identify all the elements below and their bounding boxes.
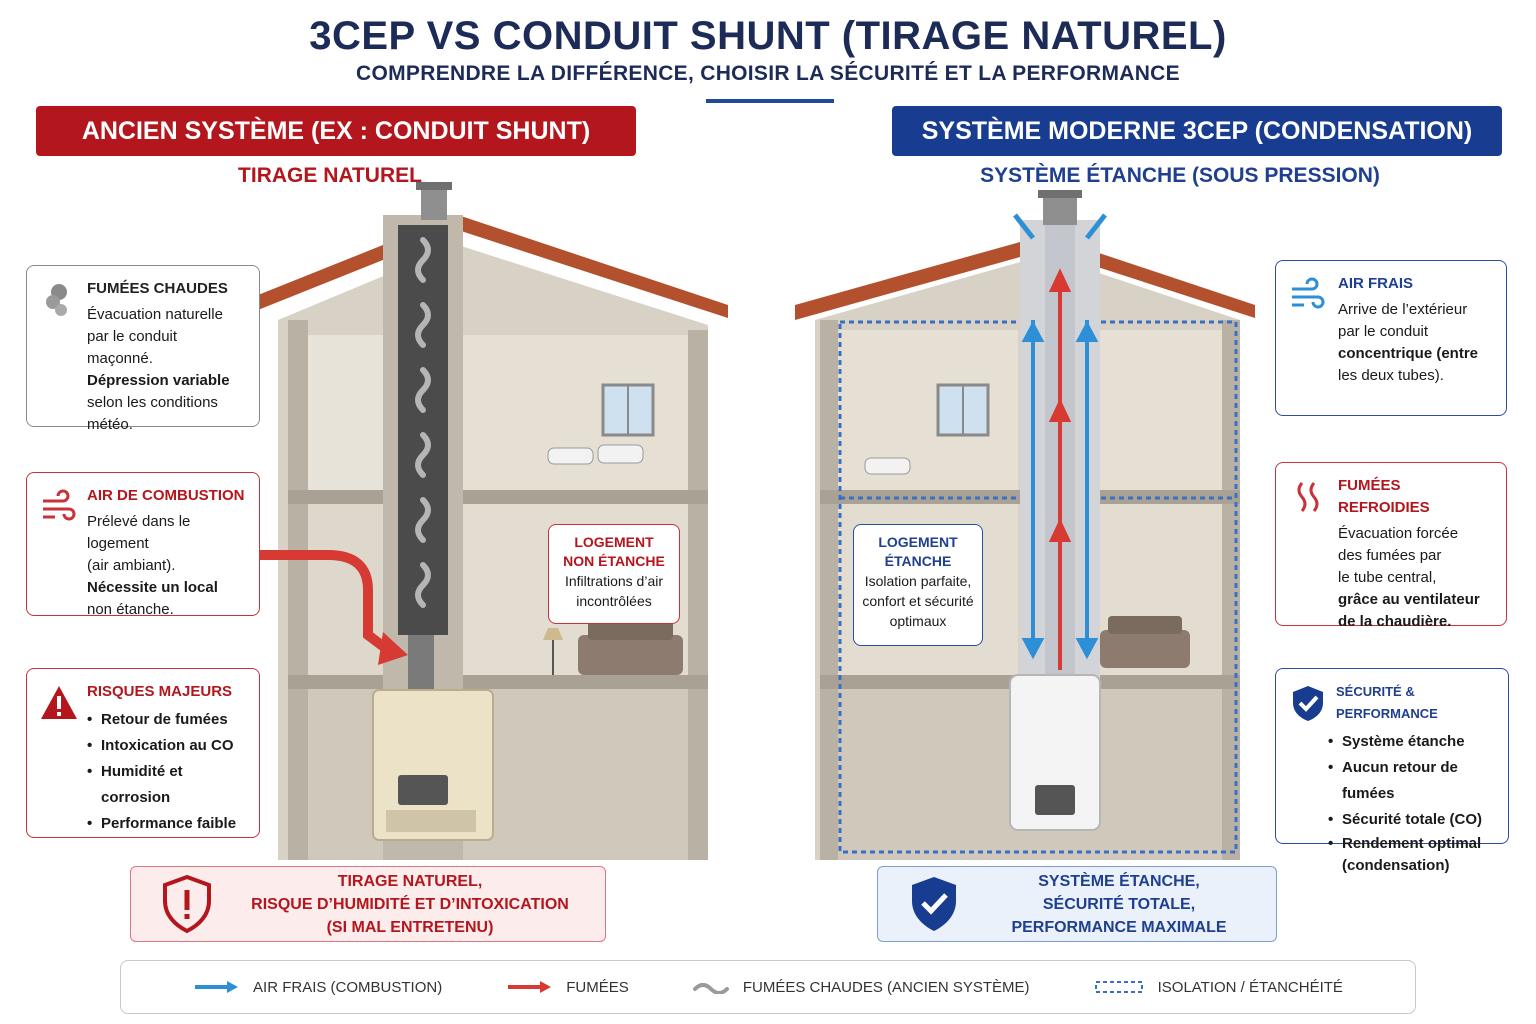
- card-line: Arrive de l’extérieur: [1338, 301, 1468, 318]
- card-line: par le conduit: [1338, 323, 1429, 340]
- red-arrow-icon: [508, 981, 552, 993]
- legend: AIR FRAIS (COMBUSTION) FUMÉES FUMÉES CHA…: [120, 960, 1416, 1014]
- smoke-arrows: [1048, 268, 1072, 670]
- warning-icon: [41, 686, 77, 719]
- list-item: Système étanche: [1328, 729, 1494, 755]
- summary-line: SÉCURITÉ TOTALE,: [1042, 895, 1196, 913]
- card-line: selon les conditions: [87, 394, 218, 411]
- card-title: FUMÉES REFROIDIES: [1338, 477, 1430, 516]
- card-line: concentrique (entre: [1338, 345, 1479, 362]
- inset-title: NON ÉTANCHE: [563, 553, 665, 569]
- card-fumees-refroidies: FUMÉES REFROIDIES Évacuation forcée des …: [1275, 462, 1507, 630]
- couch: [578, 635, 683, 675]
- card-title: RISQUES MAJEURS: [87, 683, 233, 700]
- card-line: de la chaudière.: [1338, 613, 1452, 630]
- modern-system-summary: SYSTÈME ÉTANCHE, SÉCURITÉ TOTALE, PERFOR…: [877, 866, 1277, 942]
- isolation-icon: [1094, 981, 1143, 993]
- card-fumees-chaudes: FUMÉES CHAUDES Évacuation naturelle par …: [26, 265, 260, 433]
- modern-system-banner: SYSTÈME MODERNE 3CEP (CONDENSATION): [892, 106, 1502, 156]
- inset-line: incontrôlées: [576, 593, 652, 609]
- card-line: des fumées par: [1338, 547, 1442, 564]
- card-line: Nécessite un local: [87, 579, 218, 596]
- summary-line: (SI MAL ENTRETENU): [326, 918, 494, 936]
- shield-check-icon: [912, 877, 956, 931]
- heat-icon: [1297, 482, 1319, 512]
- list-item: Rendement optimal: [1328, 833, 1494, 855]
- inset-line: confort et sécurité: [862, 593, 974, 609]
- page-title: 3CEP VS CONDUIT SHUNT (TIRAGE NATUREL): [309, 14, 1227, 58]
- card-line: météo.: [87, 416, 133, 433]
- card-title: AIR DE COMBUSTION: [87, 487, 245, 504]
- old-system-banner: ANCIEN SYSTÈME (EX : CONDUIT SHUNT): [36, 106, 636, 156]
- summary-line: SYSTÈME ÉTANCHE,: [1038, 872, 1200, 890]
- air-combustion-arrow: [258, 550, 391, 654]
- air-arrows: [1021, 320, 1099, 660]
- risk-list: Retour de fumées Intoxication au CO Humi…: [87, 707, 245, 837]
- legend-label: ISOLATION / ÉTANCHÉITÉ: [1157, 978, 1343, 996]
- summary-line: RISQUE D’HUMIDITÉ ET D’INTOXICATION: [251, 895, 569, 913]
- card-line: Évacuation naturelle: [87, 306, 223, 323]
- couch: [1100, 630, 1190, 668]
- card-line: grâce au ventilateur: [1338, 591, 1480, 608]
- wind-icon: [1292, 277, 1325, 309]
- summary-line: PERFORMANCE MAXIMALE: [1011, 918, 1227, 936]
- legend-item-fumees: FUMÉES: [506, 979, 629, 996]
- title-divider: [706, 99, 834, 103]
- wave-icon: [692, 983, 729, 994]
- page-subtitle: COMPRENDRE LA DIFFÉRENCE, CHOISIR LA SÉC…: [356, 62, 1180, 85]
- card-air-combustion: AIR DE COMBUSTION Prélevé dans le logeme…: [26, 472, 260, 618]
- blue-arrow-icon: [195, 981, 239, 993]
- inset-title: LOGEMENT: [574, 534, 654, 550]
- card-line: Dépression variable: [87, 372, 230, 389]
- legend-item-chaudes: FUMÉES CHAUDES (ANCIEN SYSTÈME): [692, 978, 1030, 996]
- card-risques-majeurs: RISQUES MAJEURS Retour de fumées Intoxic…: [26, 668, 260, 838]
- card-line: les deux tubes).: [1338, 367, 1444, 384]
- card-title: FUMÉES CHAUDES: [87, 280, 228, 297]
- card-line: par le conduit maçonné.: [87, 328, 178, 367]
- legend-label: FUMÉES CHAUDES (ANCIEN SYSTÈME): [742, 978, 1030, 996]
- legend-item-isolation: ISOLATION / ÉTANCHÉITÉ: [1094, 979, 1343, 996]
- card-line: (air ambiant).: [87, 557, 176, 574]
- list-item: Retour de fumées: [87, 707, 245, 733]
- modern-house-illustration: [795, 190, 1255, 860]
- card-line: Évacuation forcée: [1338, 525, 1459, 542]
- wind-icon: [43, 489, 76, 521]
- list-item: Sécurité totale (CO): [1328, 807, 1494, 833]
- summary-line: TIRAGE NATUREL,: [337, 872, 483, 890]
- list-item: Aucun retour de fumées: [1328, 755, 1494, 807]
- old-system-subhead: TIRAGE NATUREL: [238, 164, 422, 187]
- inset-logement-etanche: LOGEMENT ÉTANCHE Isolation parfaite, con…: [853, 524, 983, 646]
- inset-line: Isolation parfaite,: [864, 573, 972, 589]
- legend-label: AIR FRAIS (COMBUSTION): [253, 978, 443, 996]
- inset-title: ÉTANCHE: [884, 553, 952, 569]
- card-line: non étanche.: [87, 601, 174, 618]
- card-air-frais: AIR FRAIS Arrive de l’extérieur par le c…: [1275, 260, 1507, 416]
- inset-line: Infiltrations d’air: [564, 573, 664, 589]
- modern-system-subhead: SYSTÈME ÉTANCHE (SOUS PRESSION): [980, 164, 1380, 187]
- inset-line: optimaux: [889, 613, 947, 629]
- condensing-boiler: [1009, 674, 1101, 831]
- card-securite-performance: SÉCURITÉ & PERFORMANCE Système étanche A…: [1275, 668, 1509, 874]
- card-line: le tube central,: [1338, 569, 1437, 586]
- card-title: SÉCURITÉ & PERFORMANCE: [1336, 684, 1438, 721]
- shield-check-icon: [1293, 686, 1323, 721]
- list-item: Intoxication au CO: [87, 733, 245, 759]
- inset-title: LOGEMENT: [878, 534, 958, 550]
- legend-label: FUMÉES: [566, 978, 629, 996]
- card-line: Prélevé dans le logement: [87, 513, 191, 552]
- old-house-illustration: [258, 182, 728, 860]
- list-item: Humidité et corrosion: [87, 759, 245, 811]
- security-list: Système étanche Aucun retour de fumées S…: [1328, 729, 1494, 877]
- smoke-icon: [46, 284, 67, 316]
- list-item: Performance faible: [87, 811, 245, 837]
- shield-warning-icon: [163, 874, 211, 934]
- roof: [258, 215, 728, 318]
- list-item: (condensation): [1342, 857, 1450, 874]
- old-system-summary: TIRAGE NATUREL, RISQUE D’HUMIDITÉ ET D’I…: [130, 866, 606, 942]
- card-title: AIR FRAIS: [1338, 275, 1413, 292]
- legend-item-air: AIR FRAIS (COMBUSTION): [193, 979, 442, 996]
- smoke-waves: [415, 237, 431, 608]
- inset-logement-non-etanche: LOGEMENT NON ÉTANCHE Infiltrations d’air…: [548, 524, 680, 624]
